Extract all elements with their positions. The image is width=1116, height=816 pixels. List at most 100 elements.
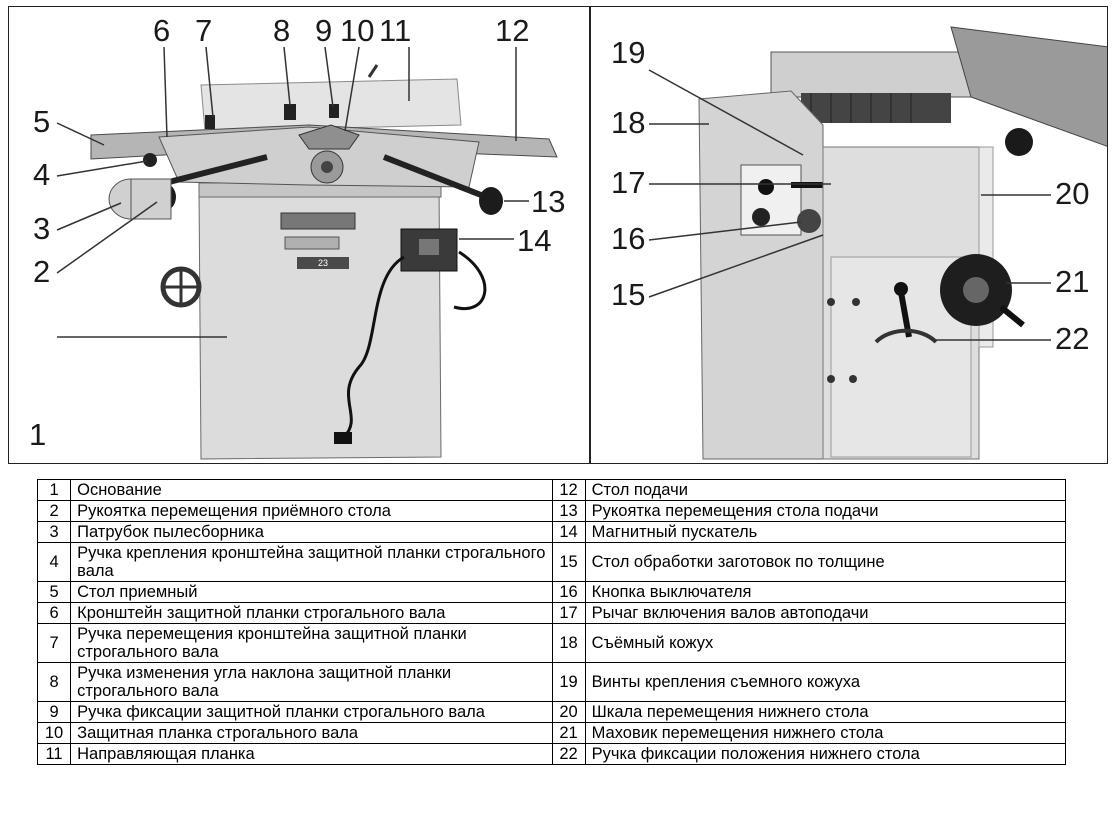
callout-11: 11 (379, 13, 411, 48)
machine-front-illustration: 23 (29, 13, 565, 460)
legend-description: Кнопка выключателя (584, 581, 1067, 603)
upper-table (950, 26, 1107, 147)
control-panel (740, 164, 802, 236)
panel-label: 23 (318, 258, 328, 268)
callout-7: 7 (195, 13, 212, 48)
legend-description: Кронштейн защитной планки строгального в… (70, 602, 553, 624)
legend-number: 15 (551, 542, 586, 582)
leader-lines-right (648, 69, 1051, 341)
switch-button (797, 209, 821, 233)
knob-7 (205, 115, 215, 129)
machine-side-photo: 15 16 17 18 19 20 21 22 (590, 6, 1108, 464)
legend-number: 14 (551, 521, 586, 543)
legend-number: 13 (551, 500, 586, 522)
legend-description: Направляющая планка (70, 743, 553, 765)
legend-description: Съёмный кожух (584, 623, 1067, 663)
machine-side-illustration: 15 16 17 18 19 20 21 22 (611, 26, 1107, 460)
callout-21: 21 (1055, 264, 1089, 299)
knob-8 (284, 104, 296, 120)
legend-description: Защитная планка строгального вала (70, 722, 553, 744)
callout-10: 10 (340, 13, 374, 48)
callout-17: 17 (611, 165, 645, 200)
legend-number: 2 (36, 500, 72, 522)
legend-number: 5 (36, 581, 72, 603)
legend-description: Ручка изменения угла наклона защитной пл… (70, 662, 553, 702)
upper-knob (1005, 128, 1033, 156)
photo-area: 23 (8, 6, 1108, 464)
callout-8: 8 (273, 13, 290, 48)
callout-19: 19 (611, 35, 645, 70)
direction-arrow (874, 328, 938, 344)
callout-16: 16 (611, 221, 645, 256)
callout-5: 5 (33, 104, 50, 139)
legend-number: 19 (551, 662, 586, 702)
callout-13: 13 (531, 184, 565, 219)
legend-number: 16 (551, 581, 586, 603)
legend-number: 4 (36, 542, 72, 582)
callout-14: 14 (517, 223, 551, 258)
legend-number: 6 (36, 602, 72, 624)
legend-description: Ручка крепления кронштейна защитной план… (70, 542, 553, 582)
legend-number: 20 (551, 701, 586, 723)
callout-3: 3 (33, 211, 50, 246)
legend-description: Магнитный пускатель (584, 521, 1067, 543)
legend-number: 9 (36, 701, 72, 723)
legend-description: Основание (70, 479, 553, 501)
callout-1: 1 (29, 417, 46, 452)
handle-13 (479, 187, 503, 215)
legend-number: 8 (36, 662, 72, 702)
feed-rollers (801, 93, 951, 123)
planer-guard (298, 124, 360, 150)
machine-front-photo: 23 (8, 6, 590, 464)
callout-9: 9 (315, 13, 332, 48)
upper-housing (770, 51, 972, 98)
legend-description: Шкала перемещения нижнего стола (584, 701, 1067, 723)
legend-number: 22 (551, 743, 586, 765)
knob-4 (143, 153, 157, 167)
legend-description: Патрубок пылесборника (70, 521, 553, 543)
callout-20: 20 (1055, 176, 1089, 211)
callout-12: 12 (495, 13, 529, 48)
legend-description: Винты крепления съемного кожуха (584, 662, 1067, 702)
legend-description: Ручка фиксации положения нижнего стола (584, 743, 1067, 765)
legend-description: Ручка фиксации защитной планки строгальн… (70, 701, 553, 723)
knob-9 (329, 104, 339, 118)
callout-6: 6 (153, 13, 170, 48)
legend-number: 11 (36, 743, 72, 765)
callout-4: 4 (33, 157, 50, 192)
callout-numbers-right: 15 16 17 18 19 20 21 22 (611, 35, 1089, 356)
legend-description: Маховик перемещения нижнего стола (584, 722, 1067, 744)
legend-description: Стол подачи (584, 479, 1067, 501)
callout-22: 22 (1055, 321, 1089, 356)
legend-description: Рукоятка перемещения приёмного стола (70, 500, 553, 522)
legend-description: Стол обработки заготовок по толщине (584, 542, 1067, 582)
legend-number: 10 (36, 722, 72, 744)
callout-2: 2 (33, 254, 50, 289)
legend-number: 3 (36, 521, 72, 543)
callout-numbers-left: 1 2 3 4 5 6 7 8 9 10 11 12 13 14 (29, 13, 565, 452)
legend-description: Рукоятка перемещения стола подачи (584, 500, 1067, 522)
legend-description: Стол приемный (70, 581, 553, 603)
removable-cover (698, 90, 824, 460)
leader-lines (56, 46, 529, 338)
callout-18: 18 (611, 105, 645, 140)
legend-number: 18 (551, 623, 586, 663)
legend-number: 21 (551, 722, 586, 744)
callout-15: 15 (611, 277, 645, 312)
legend-number: 7 (36, 623, 72, 663)
legend-description: Ручка перемещения кронштейна защитной пл… (70, 623, 553, 663)
power-cable (342, 255, 405, 439)
legend-number: 1 (36, 479, 72, 501)
